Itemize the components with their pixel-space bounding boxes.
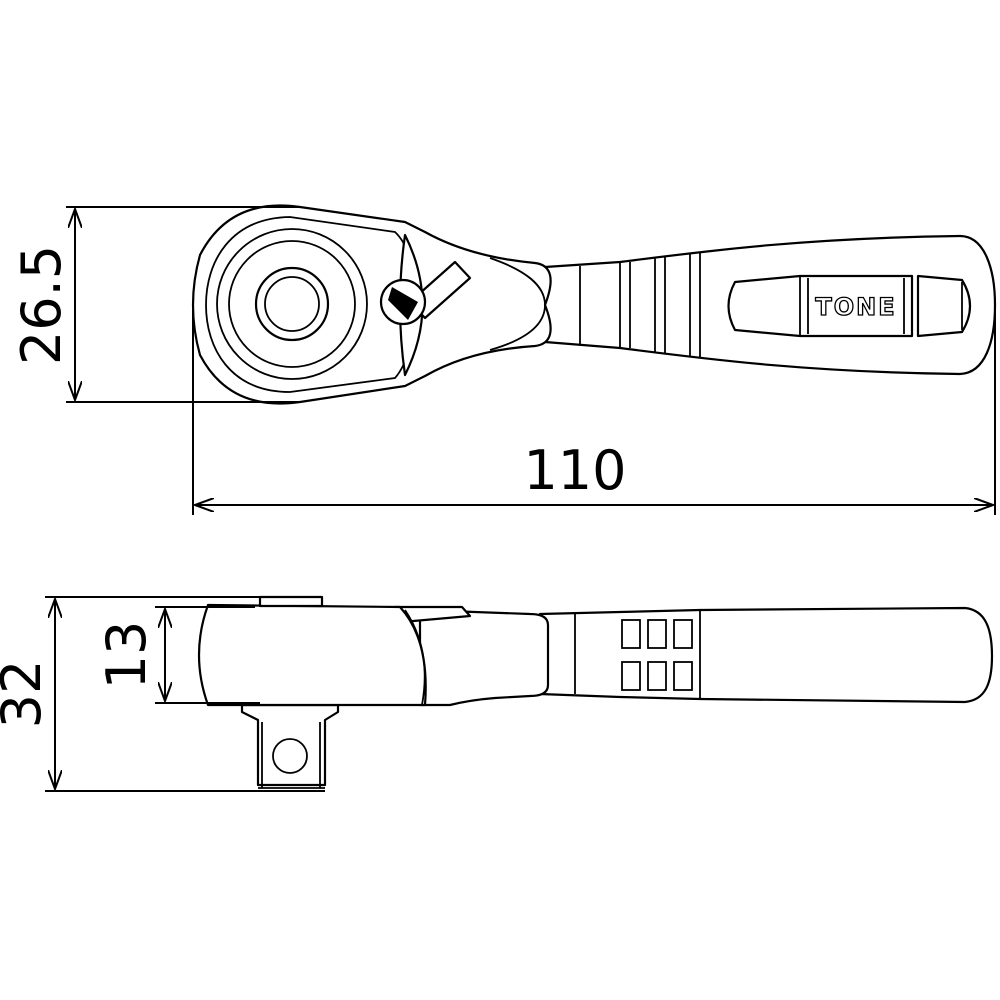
- dimension-overall-height-label: 32: [0, 660, 53, 729]
- brand-logo-text: TONE: [815, 293, 896, 321]
- ratchet-head-side: [197, 603, 427, 707]
- head-ring-mid: [228, 240, 356, 368]
- release-button-ring: [254, 266, 330, 342]
- dimension-overall-length-label: 110: [523, 439, 626, 502]
- side-view: [197, 595, 994, 789]
- square-drive: [240, 703, 340, 789]
- release-button-side: [258, 595, 324, 608]
- release-button: [264, 276, 320, 332]
- head-side-edge: [404, 609, 426, 706]
- dimension-overall-length: 110: [192, 305, 996, 515]
- dimension-overall-height: 32: [0, 596, 325, 792]
- grip-ribs-side: [574, 610, 701, 699]
- dimension-head-width: 26.5: [10, 206, 300, 403]
- top-view: TONE: [191, 204, 997, 405]
- direction-switch: [379, 233, 472, 377]
- handle-side: [538, 606, 994, 704]
- dimension-head-thickness: 13: [95, 606, 260, 704]
- neck-side: [418, 608, 550, 707]
- neck-curve: [489, 257, 546, 351]
- head-ring-outer: [216, 228, 368, 380]
- grip-ribs-top: [579, 252, 701, 358]
- dimension-head-thickness-label: 13: [95, 621, 158, 690]
- handle-label-plate: TONE: [727, 274, 972, 338]
- ratchet-head-top: [191, 204, 552, 405]
- dimension-head-width-label: 26.5: [10, 245, 73, 365]
